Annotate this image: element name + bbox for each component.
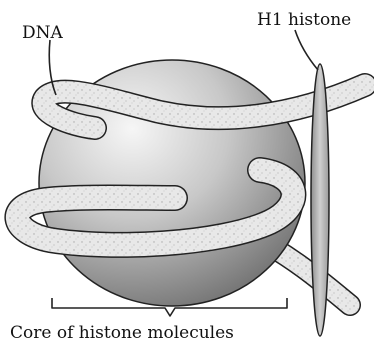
core-label: Core of histone molecules xyxy=(10,323,234,343)
dna-label: DNA xyxy=(22,23,64,43)
h1-histone-label: H1 histone xyxy=(257,10,351,30)
h1-histone-shape xyxy=(311,64,329,336)
h1-pointer-line xyxy=(295,30,318,70)
